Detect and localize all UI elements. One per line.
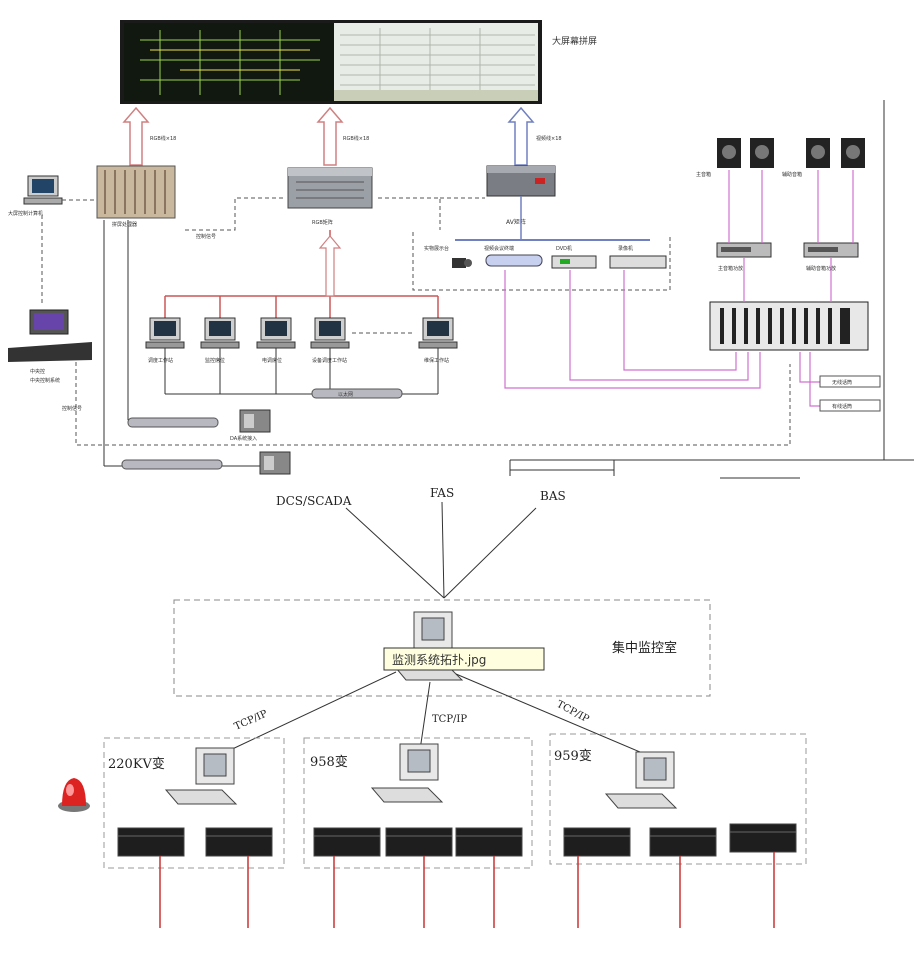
tooltip-box: [383, 647, 545, 671]
device-icon-4: [385, 827, 453, 857]
camera-icon: [452, 258, 472, 268]
device-icon-8: [729, 823, 797, 853]
arrow-up-1: [122, 106, 150, 166]
workstation-5: [418, 317, 458, 349]
device-icon-3: [313, 827, 381, 857]
protocol-label-3: TCP/IP: [555, 699, 591, 725]
amp-left-label: 主音箱功放: [718, 265, 743, 272]
field-cables: [159, 852, 775, 928]
control-signal-label-1: 控制信号: [196, 233, 216, 240]
mic-label-1: 无线话筒: [832, 379, 852, 386]
screen-controller-icon: [96, 165, 176, 219]
dvd-icon: [551, 255, 597, 269]
substation-box-3: [549, 733, 807, 865]
system-label-fas: FAS: [430, 486, 454, 500]
av-matrix-label: AV矩阵: [506, 218, 526, 226]
rgb-matrix-label: RGB矩阵: [312, 219, 333, 226]
substation-label-1: 220KV变: [108, 756, 165, 772]
alarm-light-icon: [58, 778, 90, 812]
ws-label-3: 电调席位: [262, 357, 282, 364]
amp-right-label: 辅助音箱功放: [806, 265, 836, 272]
control-pc-label: 大屏控制计算机: [8, 210, 43, 217]
av-device-label-1: 实物展示台: [424, 245, 449, 252]
center-control-label-1: 中央控: [30, 368, 45, 375]
rgb-cable-label-2: RGB线×18: [343, 135, 369, 142]
audio-lines: [504, 170, 854, 407]
device-icon-7: [649, 827, 717, 857]
screen-wall-label: 大屏幕拼屏: [552, 35, 597, 47]
ws-label-2: 监控席位: [205, 357, 225, 364]
av-device-label-4: 录像机: [618, 245, 633, 252]
rgb-cable-label-1: RGB线×18: [150, 135, 176, 142]
video-terminal-icon: [485, 254, 543, 267]
speaker-icon-4: [841, 138, 865, 168]
mixer-icon: [709, 301, 869, 351]
ws-label-1: 调度工作站: [148, 357, 173, 364]
device-icon-2: [205, 827, 273, 857]
substation-box-2: [303, 737, 533, 869]
substation-label-3: 959变: [554, 748, 592, 764]
amp-icon-right: [803, 242, 859, 258]
control-signal-label-2: 控制信号: [62, 405, 82, 412]
switch-icon-1: [239, 409, 271, 433]
system-label-dcs: DCS/SCADA: [276, 494, 352, 508]
video-cable-label: 视频线×18: [536, 135, 562, 142]
speaker-icon-2: [750, 138, 774, 168]
rgb-matrix-icon: [287, 167, 373, 209]
control-room-box: [173, 599, 711, 697]
red-bus: [164, 230, 439, 318]
arrow-up-3: [507, 106, 535, 166]
protocol-label-2: TCP/IP: [432, 714, 467, 725]
central-pc-icon: [394, 611, 464, 681]
arrow-up-2: [316, 106, 344, 166]
substation-label-2: 958变: [310, 754, 348, 770]
workstation-1: [145, 317, 185, 349]
av-device-label-2: 视频会议终端: [484, 245, 514, 252]
device-icon-1: [117, 827, 185, 857]
speaker-left-label: 主音箱: [696, 171, 711, 178]
dashed-control-lines: [41, 197, 791, 446]
control-pc-icon: [23, 175, 63, 205]
system-label-bas: BAS: [540, 489, 566, 503]
ethernet-bus: [311, 388, 403, 399]
substation-box-1: [103, 737, 285, 869]
control-room-label: 集中监控室: [612, 640, 677, 656]
speaker-icon-1: [717, 138, 741, 168]
ws-label-5: 维保工作站: [424, 357, 449, 364]
switch-label: DA系统接入: [230, 435, 257, 442]
center-control-label: 中央控制系统: [30, 377, 60, 384]
vcr-icon: [609, 255, 667, 269]
substation-pc-icon-1: [164, 747, 238, 805]
workstation-2: [200, 317, 240, 349]
substation-pc-icon-2: [370, 743, 444, 803]
tooltip-label: 监测系统拓扑.jpg: [392, 653, 486, 667]
switch-icon-2: [259, 451, 291, 475]
mic-label-2: 有线话筒: [832, 403, 852, 410]
device-icon-5: [455, 827, 523, 857]
speaker-right-label: 辅助音箱: [782, 171, 802, 178]
substation-pc-icon-3: [604, 751, 678, 809]
workstation-3: [256, 317, 296, 349]
screen-wall: [120, 20, 542, 104]
av-matrix-icon: [486, 165, 556, 197]
controller-label: 拼屏处理器: [112, 221, 137, 228]
av-device-label-3: DVD机: [556, 245, 572, 252]
central-control-icon: [8, 309, 92, 362]
speaker-icon-3: [806, 138, 830, 168]
device-icon-6: [563, 827, 631, 857]
protocol-label-1: TCP/IP: [233, 708, 270, 732]
network-label: 以太网: [338, 391, 353, 398]
amp-icon-left: [716, 242, 772, 258]
workstation-4: [310, 317, 350, 349]
